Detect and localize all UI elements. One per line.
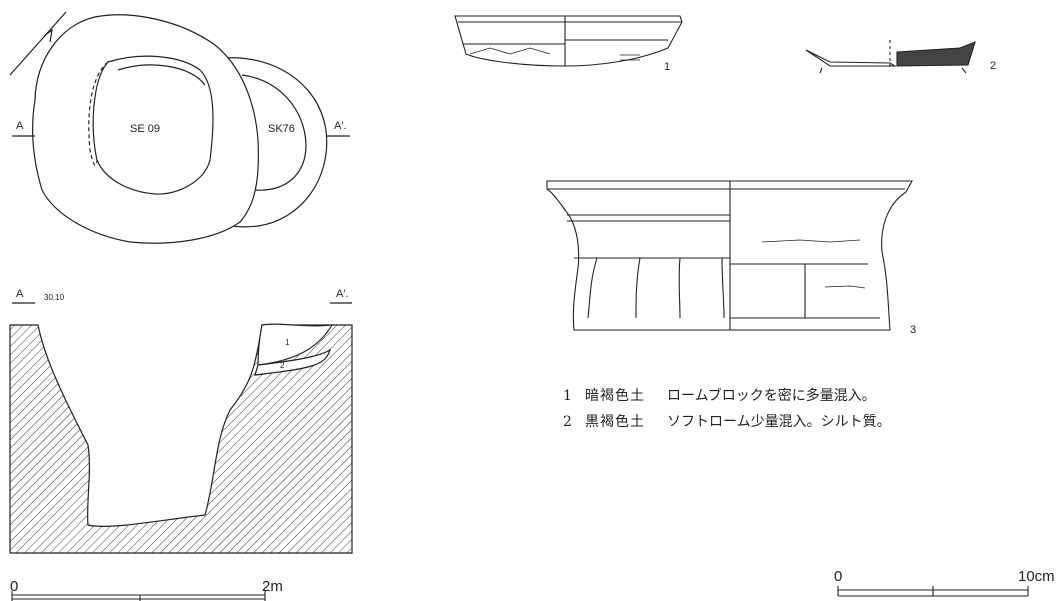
layer-2: [254, 348, 332, 376]
layer-label-1: 1: [285, 338, 290, 347]
legend-description: ソフトローム少量混入。シルト質。: [667, 414, 891, 430]
scale-large-start: 0: [10, 578, 19, 595]
se09-inner: [92, 55, 214, 195]
scale-small-end: 10cm: [1018, 568, 1055, 585]
layer-label-2: 2: [280, 361, 285, 370]
sk76-outer: [221, 57, 328, 228]
se09-inner-ring: [117, 64, 206, 86]
scale-large-end: 2m: [262, 578, 283, 595]
section-view: [9, 323, 353, 554]
legend-row-1: 1 暗褐色土 ロームブロックを密に多量混入。: [563, 385, 876, 405]
plan-view: [9, 11, 352, 304]
scale-bar-small: [837, 586, 1029, 597]
legend-number: 1: [563, 388, 572, 404]
se09-inner-dashed: [88, 61, 109, 166]
section-label-a: A: [16, 120, 24, 132]
legend-number: 2: [563, 414, 572, 430]
ground-hatch: [9, 324, 353, 554]
legend-soil-name: 暗褐色土: [585, 388, 645, 404]
legend-soil-name: 黒褐色土: [585, 414, 645, 430]
artifact-2-fragment: [805, 40, 976, 74]
scale-bar-large: [11, 591, 266, 601]
legend-row-2: 2 黒褐色土 ソフトローム少量混入。シルト質。: [563, 411, 891, 431]
artifact-1-bowl: [454, 15, 683, 67]
scale-small-start: 0: [834, 568, 843, 585]
artifact-number-1: 1: [664, 61, 671, 73]
artifact-3-jar: [546, 180, 913, 331]
north-arrow-icon: [9, 11, 67, 76]
elevation-label: 30.10: [44, 293, 65, 302]
sk76-inner: [241, 74, 307, 191]
section-level-label-a-prime: A′.: [336, 288, 349, 300]
artifact-number-3: 3: [910, 324, 917, 336]
artifact-number-2: 2: [990, 60, 997, 72]
feature-label-se09: SE 09: [130, 123, 160, 135]
layer-1: [257, 323, 334, 366]
feature-label-sk76: SK76: [268, 123, 295, 135]
section-level-label-a: A: [16, 288, 24, 300]
legend-description: ロームブロックを密に多量混入。: [667, 388, 876, 404]
section-label-a-prime: A′.: [334, 120, 347, 132]
